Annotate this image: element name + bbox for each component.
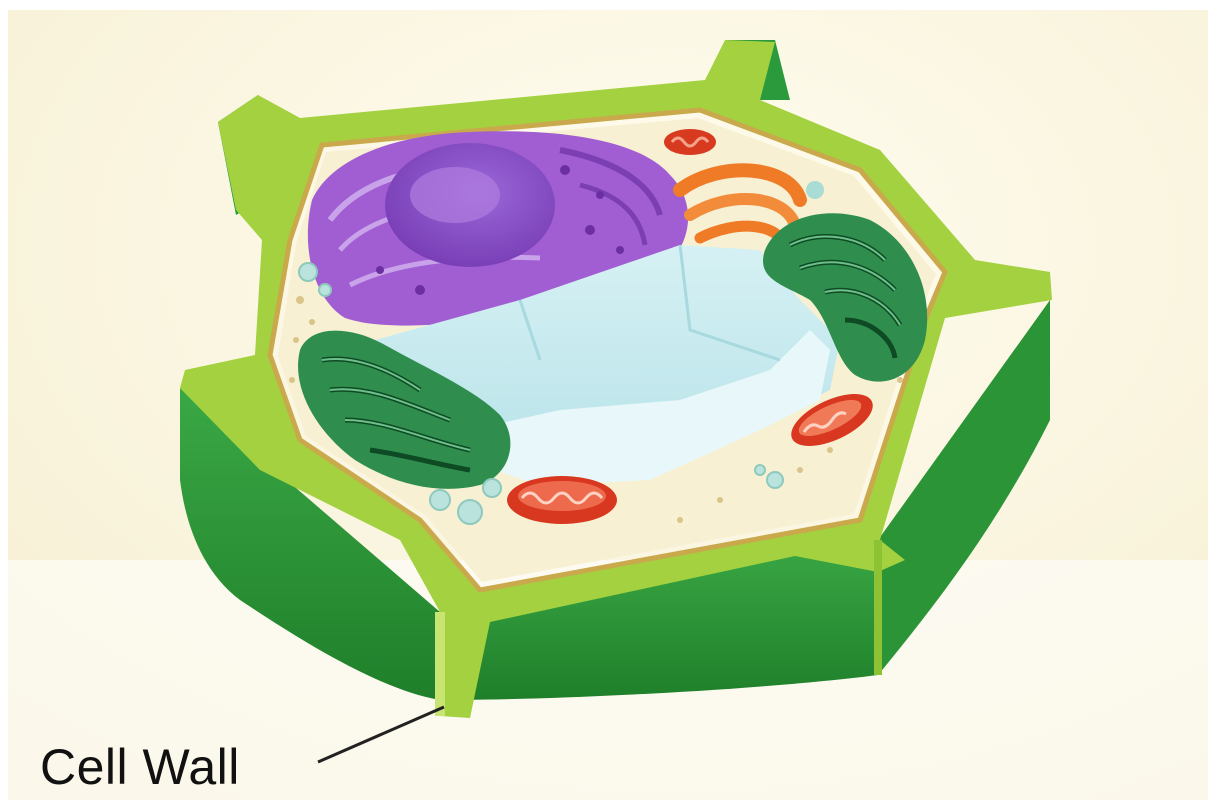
cell-wall-label: Cell Wall — [40, 738, 240, 796]
mitochondrion-bottom — [507, 476, 617, 524]
mitochondrion-top — [664, 129, 716, 155]
